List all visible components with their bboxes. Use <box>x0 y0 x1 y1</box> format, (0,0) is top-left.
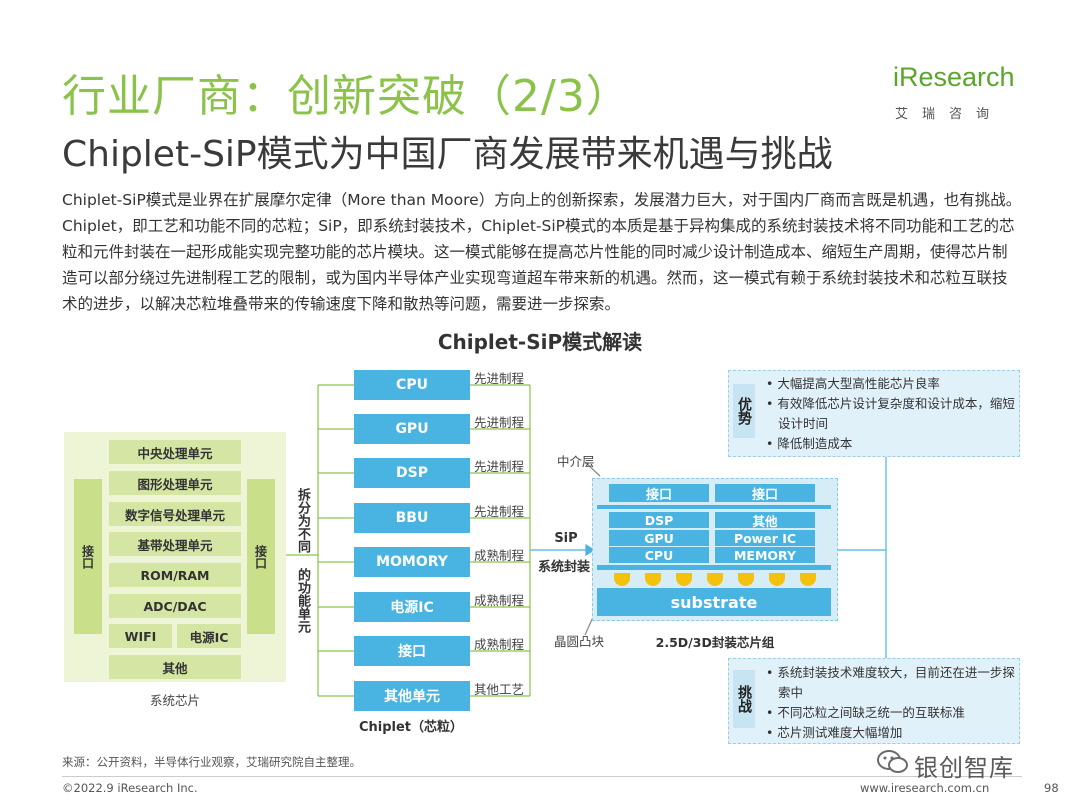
page-subtitle: Chiplet-SiP模式为中国厂商发展带来机遇与挑战 <box>62 134 833 175</box>
copyright: ©2022.9 iResearch Inc. <box>62 781 198 795</box>
package-cell-gpu: GPU <box>609 530 709 546</box>
package-interposer <box>597 565 831 570</box>
process-label: 先进制程 <box>474 459 525 474</box>
soc-port-right: 接口 <box>247 479 275 634</box>
process-label: 其他工艺 <box>474 682 525 697</box>
list-item: • 有效降低芯片设计复杂度和设计成本，缩短设计时间 <box>766 396 1015 431</box>
soc-block-bbu: 基带处理单元 <box>109 532 241 556</box>
package-port-left: 接口 <box>609 484 709 503</box>
wafer-bump <box>676 573 692 586</box>
chiplet-other: 其他单元 <box>354 681 470 711</box>
chiplet-gpu: GPU <box>354 414 470 444</box>
package-substrate: substrate <box>597 588 831 616</box>
chiplet-cpu: CPU <box>354 370 470 400</box>
process-label: 先进制程 <box>474 415 525 430</box>
page-title: 行业厂商：创新突破（2/3） <box>62 71 631 122</box>
wafer-bump <box>800 573 816 586</box>
package-port-right: 接口 <box>715 484 815 503</box>
split-label-top: 拆分为不同 <box>295 488 310 553</box>
process-label: 成熟制程 <box>474 593 525 608</box>
package-cell-other: 其他 <box>715 512 815 529</box>
package-cell-power-ic: Power IC <box>715 530 815 546</box>
chiplet-power-ic: 电源IC <box>354 592 470 622</box>
package-cell-memory: MEMORY <box>715 547 815 563</box>
wafer-bump <box>645 573 661 586</box>
source-note: 来源：公开资料，半导体行业观察，艾瑞研究院自主整理。 <box>62 755 361 769</box>
diagram-title: Chiplet-SiP模式解读 <box>437 330 643 354</box>
process-label: 成熟制程 <box>474 637 525 652</box>
intro-paragraph: Chiplet-SiP模式是业界在扩展摩尔定律（More than Moore）… <box>62 191 1022 313</box>
footer-divider <box>62 776 1022 777</box>
package-cell-cpu: CPU <box>609 547 709 563</box>
challenges-box <box>728 658 1020 744</box>
split-label-bottom: 的功能单元 <box>295 568 310 633</box>
list-item: • 不同芯粒之间缺乏统一的互联标准 <box>766 705 965 720</box>
footer-url: www.iresearch.com.cn <box>860 781 990 795</box>
advantages-tag: 优势 <box>733 384 755 438</box>
bump-label: 晶圆凸块 <box>554 634 605 649</box>
process-label: 先进制程 <box>474 504 525 519</box>
soc-label: 系统芯片 <box>149 693 200 708</box>
package-label: 2.5D/3D封装芯片组 <box>655 635 775 650</box>
soc-port-left: 接口 <box>74 479 102 634</box>
wafer-bump <box>738 573 754 586</box>
iresearch-logo-subtitle: 艾瑞咨询 <box>895 107 1004 122</box>
sip-label: SiP <box>554 531 578 546</box>
process-label: 成熟制程 <box>474 548 525 563</box>
interposer-label: 中介层 <box>557 454 595 469</box>
chiplet-dsp: DSP <box>354 458 470 488</box>
challenges-tag: 挑战 <box>733 670 755 728</box>
advantages-box <box>728 370 1020 457</box>
soc-block-dsp: 数字信号处理单元 <box>109 502 241 526</box>
iresearch-logo: iResearch <box>893 62 1015 92</box>
chiplet-label: Chiplet（芯粒） <box>358 720 464 735</box>
package-cell-dsp: DSP <box>609 512 709 528</box>
sip-label-system-package: 系统封装 <box>537 560 590 575</box>
soc-block-cpu: 中央处理单元 <box>109 440 241 464</box>
watermark-text: 银创智库 <box>914 754 1014 782</box>
soc-block-power-ic: 电源IC <box>177 624 241 648</box>
wafer-bump <box>707 573 723 586</box>
soc-block-gpu: 图形处理单元 <box>109 471 241 495</box>
list-item: • 芯片测试难度大幅增加 <box>766 725 903 740</box>
soc-block-other: 其他 <box>109 655 241 679</box>
chiplet-memory: MOMORY <box>354 547 470 577</box>
wechat-icon <box>877 750 908 773</box>
wafer-bump <box>769 573 785 586</box>
process-label: 先进制程 <box>474 371 525 386</box>
list-item: • 降低制造成本 <box>766 436 853 451</box>
advantages-list: • 大幅提高大型高性能芯片良率 • 有效降低芯片设计复杂度和设计成本，缩短设计时… <box>766 374 1016 454</box>
package-layer-bar <box>597 505 831 509</box>
wafer-bump <box>614 573 630 586</box>
list-item: • 大幅提高大型高性能芯片良率 <box>766 376 940 391</box>
chiplet-bbu: BBU <box>354 503 470 533</box>
list-item: • 系统封装技术难度较大，目前还在进一步探索中 <box>766 665 1015 700</box>
soc-block-adc-dac: ADC/DAC <box>109 594 241 618</box>
soc-block-memory: ROM/RAM <box>109 563 241 587</box>
chiplet-interface: 接口 <box>354 636 470 666</box>
challenges-list: • 系统封装技术难度较大，目前还在进一步探索中 • 不同芯粒之间缺乏统一的互联标… <box>766 663 1016 743</box>
page-number: 98 <box>1044 781 1059 795</box>
soc-block-wifi: WIFI <box>109 624 172 648</box>
